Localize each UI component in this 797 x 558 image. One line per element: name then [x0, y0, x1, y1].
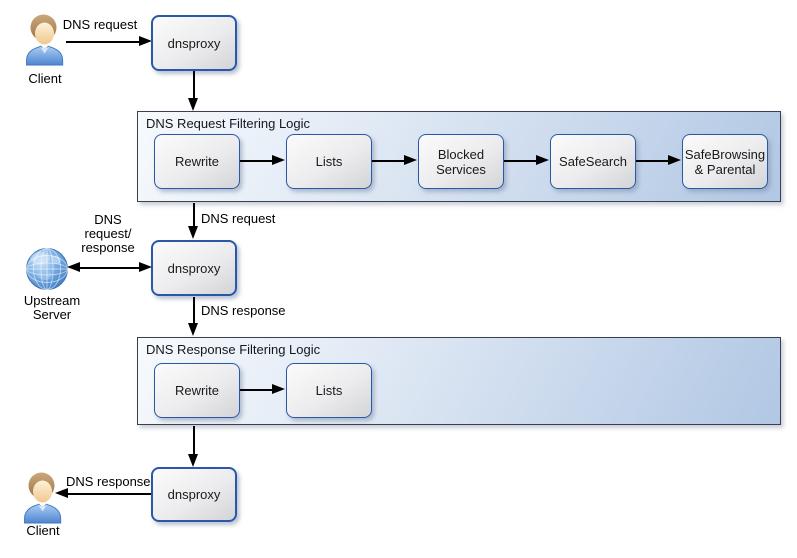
arrow-upstream-head-right-icon [139, 262, 152, 272]
upstream-label-line1: Upstream [23, 293, 81, 308]
arrow-rewrite-to-lists-line [240, 160, 272, 162]
dnsproxy-mid-box: dnsproxy [151, 240, 237, 296]
edge-label-dns-response: DNS response [201, 303, 286, 318]
edge-label-client-request: DNS request [62, 17, 138, 32]
dnsproxy-top-box: dnsproxy [151, 15, 237, 71]
arrow-proxy-to-client-head-icon [55, 488, 68, 498]
arrow-client-to-proxy-line [66, 41, 139, 43]
step-rewrite-request: Rewrite [154, 134, 240, 189]
edge-label-client-response: DNS response [66, 474, 151, 489]
arrow-safesearch-to-safebrowsing-head-icon [668, 155, 681, 165]
step-safesearch: SafeSearch [550, 134, 636, 189]
arrow-proxy-to-request-filter-head-icon [188, 98, 198, 111]
response-filtering-title: DNS Response Filtering Logic [146, 342, 321, 357]
upstream-label-line2: Server [32, 307, 72, 322]
globe-icon [26, 248, 68, 290]
arrow-proxy-to-request-filter-line [193, 71, 195, 98]
arrow-proxy-to-client-line [68, 493, 151, 495]
arrow-blocked-to-safesearch-head-icon [536, 155, 549, 165]
arrow-filter-to-proxy-head-icon [188, 226, 198, 239]
arrow-rewrite-to-lists-head-icon [272, 155, 285, 165]
step-rewrite-response: Rewrite [154, 363, 240, 418]
step-lists-request: Lists [286, 134, 372, 189]
response-filtering-container: DNS Response Filtering Logic Rewrite Lis… [137, 337, 781, 425]
upstream-exchange-line1: DNS [94, 212, 122, 227]
request-filtering-container: DNS Request Filtering Logic Rewrite List… [137, 111, 781, 202]
step-lists-response: Lists [286, 363, 372, 418]
edge-label-filtered-request: DNS request [201, 211, 276, 226]
arrow-filter-to-proxy-line [193, 203, 195, 226]
request-filtering-title: DNS Request Filtering Logic [146, 116, 311, 131]
client-label: Client [28, 71, 62, 86]
arrow-upstream-exchange-line [80, 267, 139, 269]
arrow-safesearch-to-safebrowsing-line [636, 160, 668, 162]
arrow-rewrite-to-lists-response-head-icon [272, 384, 285, 394]
upstream-server-label: Upstream Server [12, 294, 92, 322]
arrow-filter-to-proxy-bottom-head-icon [188, 454, 198, 467]
arrow-client-to-proxy-head-icon [139, 36, 152, 46]
arrow-rewrite-to-lists-response-line [240, 389, 272, 391]
arrow-blocked-to-safesearch-line [504, 160, 536, 162]
arrow-lists-to-blocked-head-icon [404, 155, 417, 165]
arrow-filter-to-proxy-bottom-line [193, 426, 195, 454]
arrow-proxy-to-response-filter-head-icon [188, 323, 198, 336]
arrow-proxy-to-response-filter-line [193, 297, 195, 323]
upstream-exchange-line3: response [81, 240, 135, 255]
step-safebrowsing-parental: SafeBrowsing & Parental [682, 134, 768, 189]
arrow-lists-to-blocked-line [372, 160, 404, 162]
step-blocked-services: Blocked Services [418, 134, 504, 189]
upstream-exchange-line2: request/ [84, 226, 132, 241]
dnsproxy-bottom-box: dnsproxy [151, 467, 237, 522]
arrow-upstream-head-left-icon [67, 262, 80, 272]
client-bottom-label: Client [26, 523, 60, 538]
client-bottom-icon [24, 472, 62, 524]
edge-label-upstream-exchange: DNS request/ response [76, 213, 140, 255]
